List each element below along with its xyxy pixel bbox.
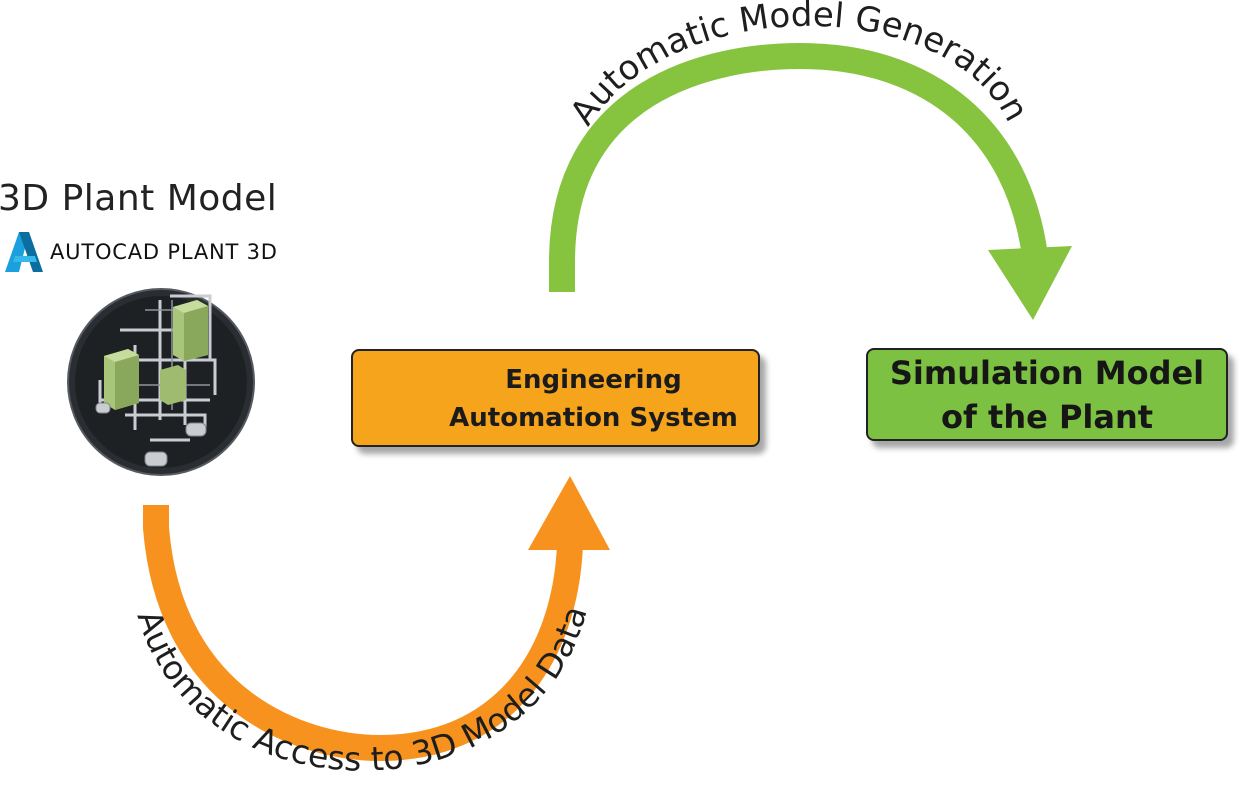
bottom-arrow-label-text: Automatic Access to 3D Model Data (129, 602, 594, 779)
simulation-model-box: Simulation Model of the Plant (866, 348, 1228, 441)
brand-label: AUTOCAD PLANT 3D (50, 240, 278, 264)
orange-arrow-head (528, 476, 610, 550)
engineering-label-line2: Automation System (449, 403, 738, 433)
autocad-brand: AUTOCAD PLANT 3D (4, 232, 278, 272)
bottom-arrow-label: Automatic Access to 3D Model Data (129, 602, 594, 779)
source-title: 3D Plant Model (0, 178, 278, 219)
orange-arrow-shaft (143, 505, 583, 762)
green-arrow-shaft (549, 42, 1048, 292)
engineering-label: Engineering Automation System (437, 361, 750, 437)
simulation-label-line1: Simulation Model (889, 353, 1205, 392)
autocad-logo-icon (5, 232, 43, 272)
tank-icon (104, 300, 208, 410)
simulation-label-line2: of the Plant (940, 397, 1154, 436)
autocad-logo-spacer (4, 232, 42, 272)
engineering-automation-box: Engineering Automation System (351, 349, 760, 447)
plant-model-thumbnail (67, 288, 255, 476)
green-arrow-head (988, 246, 1072, 320)
engineering-label-line1: Engineering (505, 365, 682, 395)
simulation-label: Simulation Model of the Plant (890, 351, 1204, 439)
